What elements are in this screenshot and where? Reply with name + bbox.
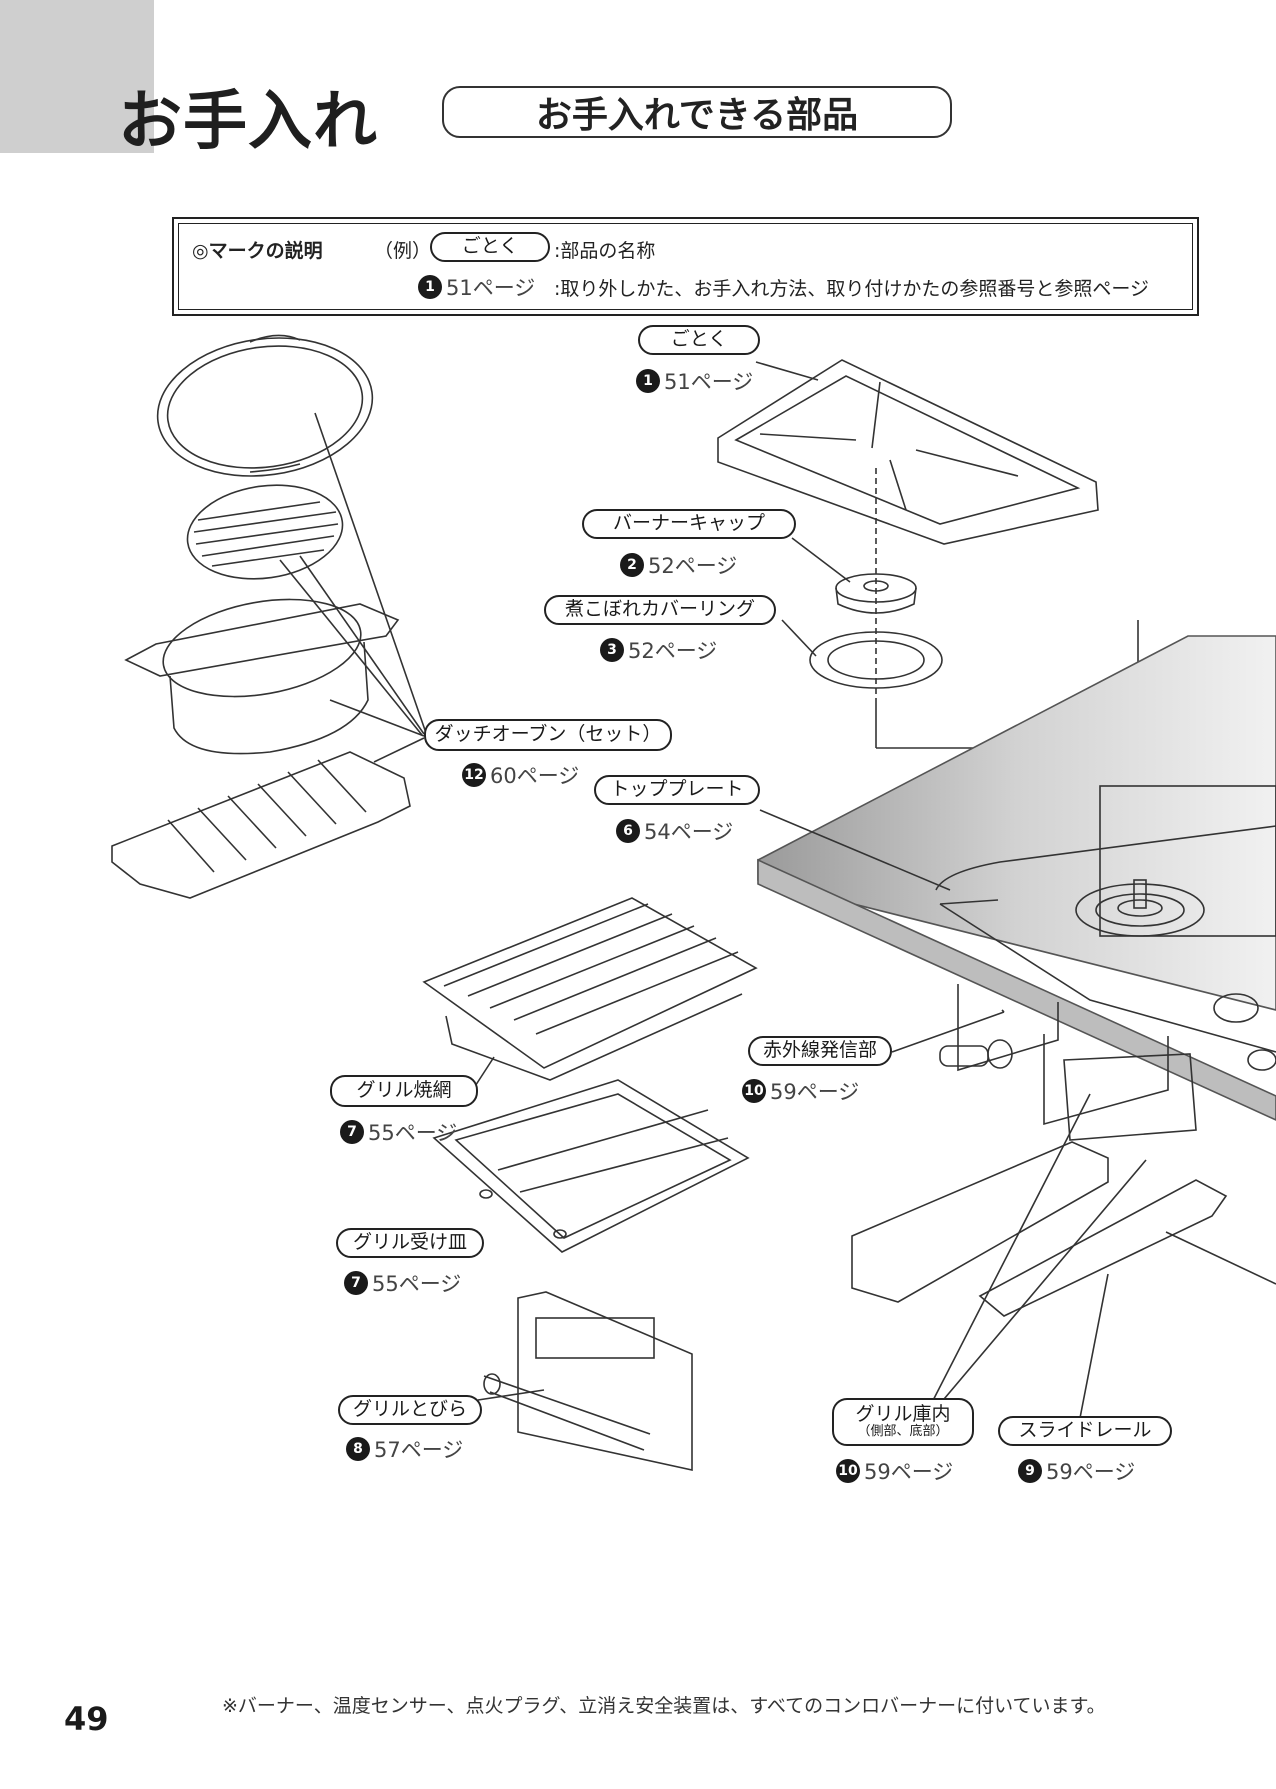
legend-ref-description: :取り外しかた、お手入れ方法、取り付けかたの参照番号と参照ページ bbox=[554, 278, 1150, 300]
part-page-burner-cap: 52ページ bbox=[648, 554, 738, 578]
page-subtitle: お手入れできる部品 bbox=[442, 86, 952, 138]
part-label-gotoku: ごとく bbox=[638, 325, 760, 355]
slide-rail-drawing bbox=[851, 1141, 1276, 1317]
part-sub-grill-interior: （側部、底部） bbox=[857, 1424, 949, 1440]
number-badge-icon: 6 bbox=[616, 819, 640, 843]
part-page-grill-door: 57ページ bbox=[374, 1438, 464, 1462]
part-page-gotoku: 51ページ bbox=[664, 370, 754, 394]
dutch-oven-rack-drawing bbox=[186, 484, 344, 580]
part-name-infrared: 赤外線発信部 bbox=[762, 1039, 877, 1062]
legend-example-pill: ごとく bbox=[430, 232, 550, 262]
dutch-oven-base-rack-drawing bbox=[111, 751, 411, 899]
part-page-dutch-oven: 60ページ bbox=[490, 764, 580, 788]
part-label-grill-tray: グリル受け皿 bbox=[336, 1228, 484, 1258]
part-name-burner-cap: バーナーキャップ bbox=[612, 512, 765, 535]
legend-pill-description: :部品の名称 bbox=[554, 240, 656, 262]
gotoku-drawing bbox=[717, 359, 1099, 545]
part-page-grill-interior: 59ページ bbox=[864, 1460, 954, 1484]
part-page-infrared: 59ページ bbox=[770, 1080, 860, 1104]
section-tab-background bbox=[0, 0, 154, 153]
part-label-dutch-oven: ダッチオーブン（セット） bbox=[424, 719, 672, 751]
legend-example-label: （例） bbox=[374, 240, 432, 262]
grill-door-drawing bbox=[483, 1291, 693, 1471]
page-subtitle-text: お手入れできる部品 bbox=[535, 95, 859, 136]
part-label-grill-net: グリル焼網 bbox=[330, 1075, 478, 1107]
part-label-infrared: 赤外線発信部 bbox=[748, 1036, 892, 1066]
part-page-slide-rail: 59ページ bbox=[1046, 1460, 1136, 1484]
number-badge-icon: 12 bbox=[462, 763, 486, 787]
part-label-burner-cap: バーナーキャップ bbox=[582, 509, 796, 539]
part-name-gotoku: ごとく bbox=[670, 328, 728, 351]
number-badge-icon: 1 bbox=[636, 369, 660, 393]
part-name-grill-interior: グリル庫内 bbox=[855, 1403, 951, 1426]
number-badge-icon: 10 bbox=[836, 1459, 860, 1483]
part-label-slide-rail: スライドレール bbox=[998, 1416, 1172, 1446]
legend-example-ref: 1 51ページ bbox=[418, 272, 535, 302]
part-name-grill-tray: グリル受け皿 bbox=[352, 1231, 467, 1254]
legend-title: ◎マークの説明 bbox=[192, 240, 323, 262]
number-badge-icon: 9 bbox=[1018, 1459, 1042, 1483]
dutch-oven-pot-drawing bbox=[124, 598, 400, 755]
part-label-cover-ring: 煮こぼれカバーリング bbox=[544, 595, 776, 625]
legend-example-pill-text: ごとく bbox=[461, 235, 519, 258]
dutch-oven-lid-drawing bbox=[156, 334, 374, 477]
grill-net-drawing bbox=[422, 897, 758, 1081]
number-badge-icon: 3 bbox=[600, 638, 624, 662]
page-number: 49 bbox=[64, 1700, 109, 1738]
part-page-grill-net: 55ページ bbox=[368, 1121, 458, 1145]
part-name-slide-rail: スライドレール bbox=[1018, 1419, 1152, 1442]
grill-tray-drawing bbox=[432, 1079, 750, 1253]
number-badge-icon: 1 bbox=[418, 275, 442, 299]
part-name-grill-door: グリルとびら bbox=[352, 1398, 467, 1421]
number-badge-icon: 2 bbox=[620, 553, 644, 577]
part-name-cover-ring: 煮こぼれカバーリング bbox=[564, 598, 755, 621]
part-label-grill-door: グリルとびら bbox=[338, 1395, 482, 1425]
part-label-top-plate: トッププレート bbox=[594, 775, 760, 805]
legend-example-ref-page: 51ページ bbox=[446, 276, 536, 300]
number-badge-icon: 7 bbox=[344, 1271, 368, 1295]
part-page-top-plate: 54ページ bbox=[644, 820, 734, 844]
number-badge-icon: 8 bbox=[346, 1437, 370, 1461]
part-name-dutch-oven: ダッチオーブン（セット） bbox=[434, 723, 662, 746]
section-title: お手入れ bbox=[118, 85, 378, 159]
footnote: ※バーナー、温度センサー、点火プラグ、立消え安全装置は、すべてのコンロバーナーに… bbox=[222, 1695, 1106, 1717]
cooktop-body-drawing bbox=[757, 635, 1276, 1121]
legend-inner-frame bbox=[178, 223, 1193, 310]
part-page-grill-tray: 55ページ bbox=[372, 1272, 462, 1296]
part-name-grill-net: グリル焼網 bbox=[356, 1079, 452, 1102]
grill-compartment-drawing bbox=[939, 984, 1197, 1141]
part-name-top-plate: トッププレート bbox=[610, 778, 744, 801]
number-badge-icon: 10 bbox=[742, 1079, 766, 1103]
legend-box: ◎マークの説明 （例） ごとく :部品の名称 1 51ページ :取り外しかた、お… bbox=[172, 217, 1199, 316]
number-badge-icon: 7 bbox=[340, 1120, 364, 1144]
part-page-cover-ring: 52ページ bbox=[628, 639, 718, 663]
part-label-grill-interior: グリル庫内（側部、底部） bbox=[832, 1398, 974, 1446]
